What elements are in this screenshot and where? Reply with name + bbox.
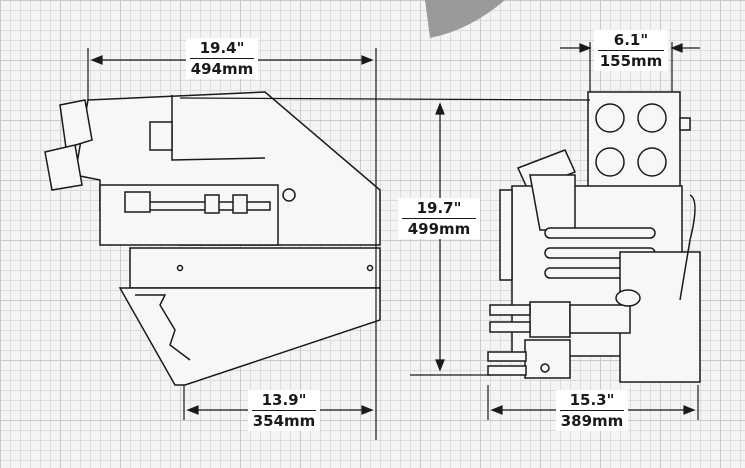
lower-tray [118,287,381,386]
connector-block [124,191,151,213]
middle-plate [129,247,381,289]
dim-side-width-imperial: 19.4" [199,39,245,57]
dim-top-width-label: 6.1" 155mm [594,30,668,71]
valve-stem-bottom [489,321,531,333]
dim-base-depth-imperial: 13.9" [261,391,307,409]
valve-block [529,301,571,338]
left-tab-bottom [44,144,83,191]
rivet-right [366,264,374,272]
slat-1 [544,227,656,239]
dim-height-label: 19.7" 499mm [398,198,480,239]
outlet-bottom [487,365,527,376]
valve-stem-top [489,304,531,316]
outlet-top [487,351,527,362]
tray-profile [135,294,191,361]
left-tab-top [59,99,93,149]
side-nub [679,117,691,131]
port-top-right [637,103,667,133]
label-divider [190,58,254,59]
front-view-machine [487,91,701,383]
label-divider [402,218,476,219]
ext-height-top [179,97,591,101]
arrow [490,405,503,415]
dim-base-width-metric: 389mm [560,412,624,430]
base-bolt [540,363,550,373]
right-chamber [619,251,701,383]
arrow [683,405,696,415]
port-bottom-right [637,147,667,177]
side-view-machine [44,91,381,386]
coil-section [569,304,631,334]
arrow [90,55,103,65]
bolt-head [282,188,296,202]
port-top-left [595,103,625,133]
arrow [579,43,592,53]
dim-base-width-label: 15.3" 389mm [556,390,628,431]
shadow-shape [425,0,505,38]
inner-panel [171,95,266,161]
arrow [435,102,445,115]
rivet-left [176,264,184,272]
port-bottom-left [595,147,625,177]
dim-base-width-imperial: 15.3" [569,391,615,409]
cap-top [615,289,641,307]
arrow [361,55,374,65]
curved-tube [679,194,696,301]
base-block [524,339,571,379]
dim-side-width-label: 19.4" 494mm [186,38,258,79]
dim-base-depth-label: 13.9" 354mm [248,390,320,431]
left-rail [499,189,513,281]
arrow [361,405,374,415]
fitting-a [204,194,220,214]
dim-height-metric: 499mm [407,220,471,238]
dim-base-depth-metric: 354mm [252,412,316,430]
label-divider [252,410,316,411]
dim-side-width-metric: 494mm [190,60,254,78]
dim-top-width-imperial: 6.1" [613,31,649,49]
dim-top-width-metric: 155mm [599,52,663,70]
arrow [186,405,199,415]
arrow [435,359,445,372]
fitting-b [232,194,248,214]
dim-height-imperial: 19.7" [416,199,462,217]
side-plate [149,121,173,151]
arrow [670,43,683,53]
label-divider [560,410,624,411]
label-divider [598,50,664,51]
